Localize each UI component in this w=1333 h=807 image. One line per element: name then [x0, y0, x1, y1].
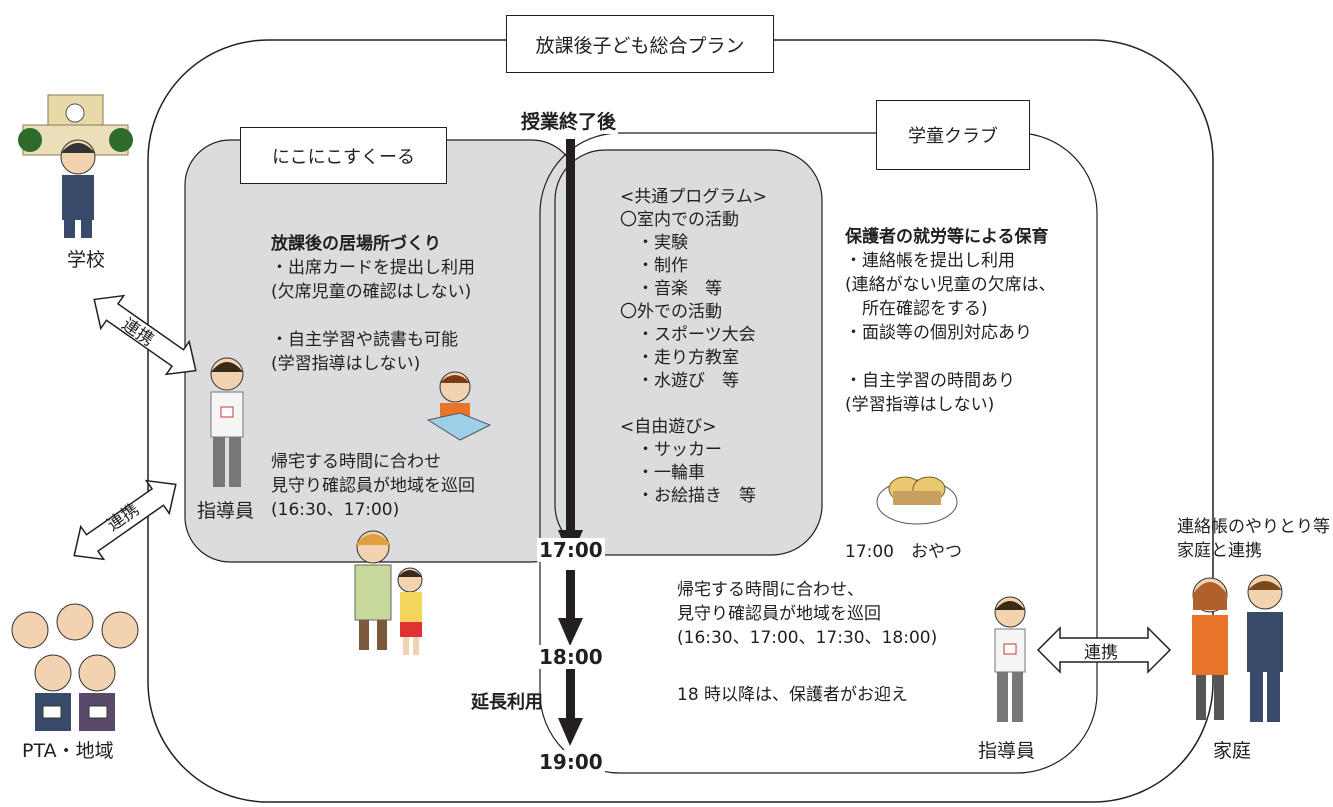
gakudo-title: 学童クラブ: [876, 100, 1030, 170]
timeline-arrow-2: [558, 570, 583, 646]
timeline-extension: 延長利用: [471, 692, 543, 713]
common-line: ・走り方教室: [620, 348, 739, 368]
nikoniko-heading: 放課後の居場所づくり: [271, 234, 441, 254]
gakudo-patrol-line: (16:30、17:00、17:30、18:00): [677, 628, 938, 648]
timeline-1800: 18:00: [537, 645, 605, 669]
school-illustration: [18, 94, 133, 238]
nikoniko-staff-label: 指導員: [197, 500, 255, 522]
gakudo-patrol-line: 帰宅する時間に合わせ、: [677, 580, 864, 600]
family-note-line: 連絡帳のやりとり等: [1177, 517, 1330, 537]
link-arrow-pta: [73, 479, 177, 561]
common-line: 〇外での活動: [620, 302, 722, 322]
family-label: 家庭: [1213, 740, 1252, 762]
common-line: ・水遊び 等: [620, 371, 739, 391]
reading-child-illustration: [426, 371, 492, 441]
gakudo-snack: 17:00 おやつ: [845, 542, 962, 562]
nikoniko-patrol-line: 見守り確認員が地域を巡回: [271, 476, 475, 496]
school-label: 学校: [67, 249, 106, 271]
gakudo-heading: 保護者の就労等による保育: [845, 227, 1049, 247]
gakudo-staff-label: 指導員: [978, 740, 1036, 762]
pta-community-illustration: [11, 603, 139, 731]
family-note: 連絡帳のやりとり等 家庭と連携: [1177, 515, 1330, 563]
nikoniko-patrol-line: 帰宅する時間に合わせ: [271, 452, 441, 472]
gakudo-line: (連絡がない児童の欠席は、: [845, 275, 1056, 295]
nikoniko-staff-illustration: [210, 357, 244, 487]
common-line: 〇室内での活動: [620, 210, 739, 230]
nikoniko-line: (欠席児童の確認はしない): [271, 282, 472, 302]
common-line: ・実験: [620, 233, 688, 253]
timeline-arrow-3: [558, 660, 583, 746]
common-line: ・一輪車: [620, 463, 705, 483]
gakudo-line: ・面談等の個別対応あり: [845, 323, 1032, 343]
common-line: ・スポーツ大会: [620, 325, 756, 345]
link-arrow-family: [1036, 626, 1172, 674]
nikoniko-title: にこにこすくーる: [240, 127, 447, 184]
common-program-panel: [554, 149, 823, 556]
common-line: ・制作: [620, 256, 688, 276]
common-line: ・サッカー: [620, 440, 722, 460]
gakudo-line: 所在確認をする): [845, 299, 988, 319]
pta-label: PTA・地域: [22, 740, 114, 762]
common-program-text: <共通プログラム> 〇室内での活動 ・実験 ・制作 ・音楽 等 〇外での活動 ・…: [620, 186, 767, 508]
common-line: <自由遊び>: [620, 417, 717, 437]
common-line: <共通プログラム>: [620, 187, 767, 207]
plan-title: 放課後子ども総合プラン: [506, 15, 774, 73]
timeline-1700: 17:00: [537, 538, 605, 562]
family-note-line: 家庭と連携: [1177, 541, 1262, 561]
patrol-walk-illustration: [354, 530, 423, 655]
nikoniko-patrol-line: (16:30、17:00): [271, 500, 400, 520]
gakudo-patrol-text: 帰宅する時間に合わせ、 見守り確認員が地域を巡回 (16:30、17:00、17…: [677, 578, 937, 650]
nikoniko-line: ・出席カードを提出し利用: [271, 258, 475, 278]
timeline-1900: 19:00: [537, 750, 605, 774]
gakudo-frame: [539, 132, 1098, 774]
snack-illustration: [876, 476, 958, 525]
gakudo-pickup: 18 時以降は、保護者がお迎え: [677, 685, 909, 705]
common-line: ・お絵描き 等: [620, 486, 756, 506]
gakudo-line: [845, 345, 1056, 369]
common-line: [620, 393, 767, 416]
gakudo-line: ・連絡帳を提出し利用: [845, 251, 1015, 271]
nikoniko-patrol-text: 帰宅する時間に合わせ 見守り確認員が地域を巡回 (16:30、17:00): [271, 450, 475, 522]
nikoniko-line: [271, 304, 475, 328]
gakudo-staff-illustration: [994, 596, 1026, 722]
gakudo-line: ・自主学習の時間あり: [845, 371, 1015, 391]
gakudo-text: 保護者の就労等による保育 ・連絡帳を提出し利用 (連絡がない児童の欠席は、 所在…: [845, 225, 1056, 417]
family-illustration: [1192, 574, 1283, 722]
nikoniko-text: 放課後の居場所づくり ・出席カードを提出し利用 (欠席児童の確認はしない) ・自…: [271, 232, 475, 376]
gakudo-line: (学習指導はしない): [845, 395, 995, 415]
nikoniko-line: (学習指導はしない): [271, 354, 421, 374]
timeline-start: 授業終了後: [519, 107, 619, 134]
common-line: ・音楽 等: [620, 279, 722, 299]
nikoniko-line: ・自主学習や読書も可能: [271, 330, 458, 350]
gakudo-patrol-line: 見守り確認員が地域を巡回: [677, 604, 881, 624]
link-label-family: 連携: [1084, 643, 1118, 663]
link-arrow-school: [93, 294, 197, 376]
